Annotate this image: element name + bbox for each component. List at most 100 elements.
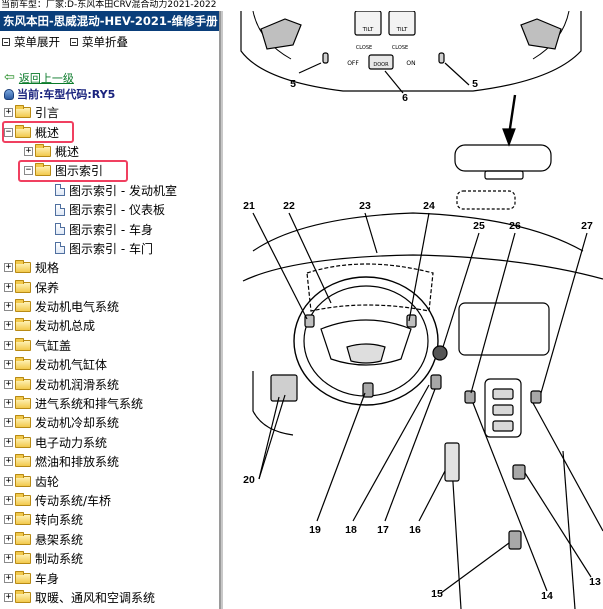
expand-node-icon[interactable]: +: [24, 145, 33, 156]
expand-node-icon[interactable]: +: [4, 436, 13, 447]
expand-node-icon[interactable]: +: [4, 359, 13, 370]
expand-node-icon[interactable]: +: [4, 533, 13, 544]
console-right-edge: [562, 450, 576, 609]
leader-20b: [258, 394, 286, 480]
tree-item-label[interactable]: 发动机冷却系统: [35, 416, 120, 431]
tree-item-label[interactable]: 悬架系统: [35, 532, 84, 547]
leader-19: [316, 392, 366, 522]
document-page-icon: [55, 242, 65, 255]
tree-folder-item[interactable]: + 电子动力系统: [0, 433, 219, 452]
tree-folder-item[interactable]: + 引言: [0, 103, 219, 122]
expand-node-icon[interactable]: +: [4, 417, 13, 428]
tree-item-label[interactable]: 图示索引 - 车身: [69, 222, 153, 237]
expand-node-icon[interactable]: +: [4, 301, 13, 312]
tree-folder-item[interactable]: + 悬架系统: [0, 530, 219, 549]
tree-item-label[interactable]: 概述: [35, 125, 60, 140]
callout-number: 14: [541, 590, 553, 602]
tree-item-label[interactable]: 车身: [35, 571, 60, 586]
tree-folder-item[interactable]: + 进气系统和排气系统: [0, 394, 219, 413]
tree-folder-item[interactable]: + 发动机电气系统: [0, 297, 219, 316]
tree-item-label[interactable]: 发动机电气系统: [35, 300, 120, 315]
tree-item-label[interactable]: 图示索引 - 车门: [69, 241, 153, 256]
expand-node-icon[interactable]: +: [4, 514, 13, 525]
tree-item-label[interactable]: 发动机总成: [35, 319, 96, 334]
expand-node-icon[interactable]: +: [4, 262, 13, 273]
expand-node-icon[interactable]: +: [4, 553, 13, 564]
tree-item-label[interactable]: 传动系统/车桥: [35, 494, 112, 508]
tree-folder-item[interactable]: + 规格: [0, 258, 219, 277]
tree-item-label[interactable]: 概述: [55, 144, 80, 159]
leader-26: [470, 232, 516, 394]
callout-number: 6: [402, 92, 408, 104]
tree-folder-item[interactable]: + 车身: [0, 568, 219, 587]
tree-item-label[interactable]: 取暖、通风和空调系统: [35, 590, 156, 605]
leader-24: [408, 212, 430, 322]
expand-node-icon[interactable]: +: [4, 107, 13, 118]
tree-folder-item[interactable]: + 传动系统/车桥: [0, 491, 219, 510]
folder-icon: [15, 512, 31, 526]
tree-folder-item[interactable]: + 燃油和排放系统: [0, 452, 219, 471]
tree-item-label[interactable]: 保养: [35, 280, 60, 295]
expand-node-icon[interactable]: +: [4, 281, 13, 292]
tree-folder-item[interactable]: + 齿轮: [0, 471, 219, 490]
expand-node-icon[interactable]: +: [4, 398, 13, 409]
navigation-panel: 东风本田-思威混动-HEV-2021-维修手册 菜单展开 菜单折叠 ⇦ 返回上一…: [0, 11, 221, 609]
tree-item-label[interactable]: 电子动力系统: [35, 435, 108, 450]
current-vehicle-code: 当前:车型代码:RY5: [4, 86, 115, 102]
tree-page-item[interactable]: 图示索引 - 仪表板: [0, 200, 219, 219]
tree-item-label[interactable]: 转向系统: [35, 513, 84, 528]
panel-splitter[interactable]: [221, 11, 223, 609]
expand-menu-button[interactable]: 菜单展开: [2, 34, 60, 50]
menu-tree: +引言−概述+概述−图示索引图示索引 - 发动机室图示索引 - 仪表板图示索引 …: [0, 103, 219, 607]
back-arrow-icon[interactable]: ⇦: [4, 70, 15, 85]
expand-node-icon[interactable]: +: [4, 339, 13, 350]
tree-page-item[interactable]: 图示索引 - 车身: [0, 219, 219, 238]
callout-number: 5: [472, 78, 478, 90]
tree-item-label[interactable]: 制动系统: [35, 552, 84, 567]
leader-21: [252, 212, 308, 320]
off-label: OFF: [347, 60, 359, 67]
tree-item-label[interactable]: 规格: [35, 261, 60, 276]
tree-folder-item[interactable]: + 发动机总成: [0, 316, 219, 335]
tree-folder-item[interactable]: − 概述: [0, 122, 219, 141]
door-label: DOOR: [373, 62, 389, 68]
tree-folder-item[interactable]: + 概述: [0, 142, 219, 161]
expand-node-icon[interactable]: +: [4, 320, 13, 331]
collapse-node-icon[interactable]: −: [24, 165, 33, 176]
collapse-menu-button[interactable]: 菜单折叠: [70, 34, 128, 50]
tree-item-label[interactable]: 图示索引 - 仪表板: [69, 203, 165, 218]
tree-folder-item[interactable]: + 发动机润滑系统: [0, 374, 219, 393]
tree-folder-item[interactable]: + 制动系统: [0, 549, 219, 568]
manual-title: 东风本田-思威混动-HEV-2021-维修手册: [0, 11, 221, 31]
tree-folder-item[interactable]: + 保养: [0, 278, 219, 297]
tree-folder-item[interactable]: + 发动机气缸体: [0, 355, 219, 374]
tree-item-label[interactable]: 图示索引 - 发动机室: [69, 183, 177, 198]
expand-node-icon[interactable]: +: [4, 572, 13, 583]
tree-folder-item[interactable]: − 图示索引: [0, 161, 219, 180]
expand-node-icon[interactable]: +: [4, 475, 13, 486]
callout-number: 26: [509, 220, 521, 232]
tree-folder-item[interactable]: + 发动机冷却系统: [0, 413, 219, 432]
tree-item-label[interactable]: 图示索引: [55, 164, 104, 179]
tree-item-label[interactable]: 齿轮: [35, 474, 60, 489]
vehicle-code-label: 当前:车型代码:RY5: [17, 88, 116, 101]
expand-node-icon[interactable]: +: [4, 591, 13, 602]
collapse-node-icon[interactable]: −: [4, 126, 13, 137]
tree-folder-item[interactable]: + 转向系统: [0, 510, 219, 529]
expand-node-icon[interactable]: +: [4, 456, 13, 467]
tree-item-label[interactable]: 进气系统和排气系统: [35, 397, 144, 412]
tree-folder-item[interactable]: + 气缸盖: [0, 336, 219, 355]
tree-item-label[interactable]: 发动机润滑系统: [35, 377, 120, 392]
tree-item-label[interactable]: 燃油和排放系统: [35, 455, 120, 470]
tree-page-item[interactable]: 图示索引 - 发动机室: [0, 181, 219, 200]
tree-item-label[interactable]: 引言: [35, 106, 60, 121]
back-link[interactable]: 返回上一级: [18, 72, 74, 85]
map-lamp-left: [260, 18, 302, 50]
tree-item-label[interactable]: 发动机气缸体: [35, 358, 108, 373]
tree-page-item[interactable]: 图示索引 - 车门: [0, 239, 219, 258]
expand-node-icon[interactable]: +: [4, 495, 13, 505]
tree-folder-item[interactable]: + 取暖、通风和空调系统: [0, 588, 219, 607]
tree-item-label[interactable]: 气缸盖: [35, 338, 72, 353]
expand-node-icon[interactable]: +: [4, 378, 13, 389]
